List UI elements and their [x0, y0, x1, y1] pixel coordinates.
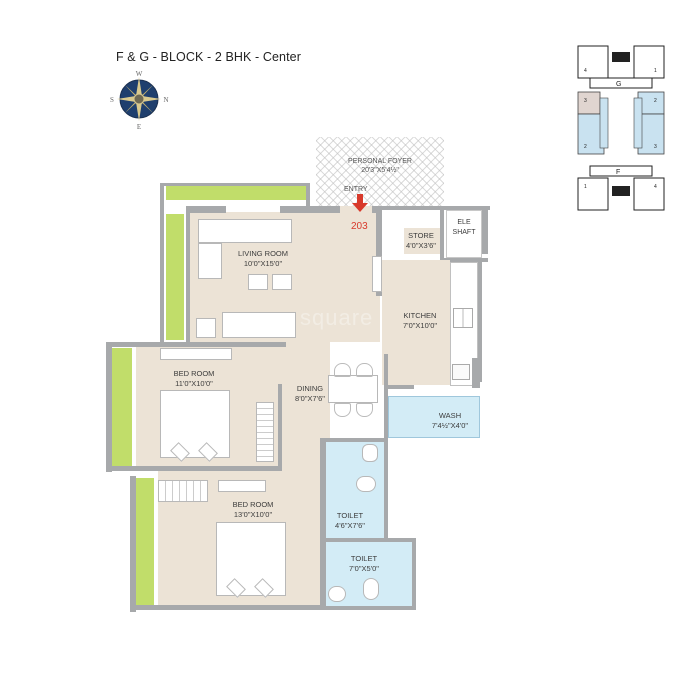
room-label-living: LIVING ROOM 10'0"X15'0" — [237, 249, 289, 268]
hob-icon — [453, 308, 473, 328]
personal-foyer-label: PERSONAL FOYER 20'3"X5'4½" — [348, 158, 412, 174]
chair — [334, 363, 351, 377]
toilet-seat — [363, 578, 379, 600]
key-plan: G F 4 1 3 2 2 3 1 4 — [572, 42, 672, 214]
room-label-toilet-1: TOILET 4'6"X7'6" — [335, 511, 365, 530]
sink-icon — [452, 364, 470, 380]
store-blank — [382, 210, 404, 260]
wardrobe-top — [160, 348, 232, 360]
svg-text:F: F — [616, 169, 620, 176]
wall — [106, 466, 282, 471]
room-label-dining: DINING 8'0"X7'6" — [295, 384, 325, 403]
svg-text:1: 1 — [654, 68, 657, 74]
table — [248, 274, 268, 290]
personal-foyer — [316, 137, 444, 209]
unit-number: 203 — [351, 221, 368, 232]
room-label-store: STORE 4'0"X3'6" — [406, 231, 436, 250]
wall — [160, 183, 310, 186]
svg-text:1: 1 — [584, 184, 587, 190]
svg-text:S: S — [110, 96, 114, 104]
chair — [334, 403, 351, 417]
wall — [412, 540, 416, 610]
dining-table — [328, 375, 378, 403]
wall — [106, 342, 286, 347]
balcony-living-side — [166, 214, 184, 340]
sofa-front — [222, 312, 296, 338]
svg-text:3: 3 — [584, 98, 587, 104]
plan-title: F & G - BLOCK - 2 BHK - Center — [116, 50, 301, 64]
room-label-ele-shaft: ELE SHAFT — [452, 219, 476, 236]
bed — [160, 390, 230, 458]
chair — [356, 403, 373, 417]
table — [272, 274, 292, 290]
entry-door-area — [340, 206, 372, 246]
wall — [384, 354, 388, 438]
svg-text:N: N — [163, 96, 168, 104]
wall — [472, 358, 480, 388]
svg-text:4: 4 — [654, 184, 657, 190]
wall — [186, 206, 226, 213]
wall — [186, 206, 190, 342]
balcony-bedroom-2 — [136, 478, 154, 608]
wall — [106, 342, 112, 472]
wall — [440, 206, 444, 262]
compass-w: W — [136, 70, 143, 78]
wardrobe-side — [256, 402, 274, 462]
wall — [382, 206, 442, 210]
wash-floor — [388, 396, 480, 438]
balcony-bedroom-1 — [112, 348, 132, 466]
wall — [280, 206, 380, 213]
dresser — [218, 480, 266, 492]
wash-basin — [362, 444, 378, 462]
wardrobe — [158, 480, 208, 502]
room-label-toilet-2: TOILET 7'0"X5'0" — [349, 554, 379, 573]
toilet-seat — [356, 476, 376, 492]
wall — [376, 206, 382, 296]
svg-text:4: 4 — [584, 68, 587, 74]
svg-text:3: 3 — [654, 144, 657, 150]
wall — [130, 605, 414, 610]
watermark: square — [300, 305, 374, 330]
balcony-living — [166, 186, 306, 200]
chair — [356, 363, 373, 377]
room-label-wash: WASH 7'4½"X4'0" — [431, 411, 469, 430]
svg-text:E: E — [137, 123, 141, 130]
wall — [320, 438, 388, 442]
wall — [306, 183, 310, 211]
wall — [478, 262, 482, 382]
fridge — [372, 256, 382, 292]
entry-arrow-icon — [352, 194, 368, 212]
room-label-kitchen: KITCHEN 7'0"X10'0" — [402, 311, 438, 330]
sofa-l-back — [198, 219, 292, 243]
wall — [444, 206, 490, 210]
room-label-bed-room-2: BED ROOM 13'0"X10'0" — [232, 500, 274, 519]
wash-basin — [328, 586, 346, 602]
sofa-l-side — [198, 243, 222, 279]
wall — [320, 438, 326, 610]
svg-text:2: 2 — [654, 98, 657, 104]
svg-text:2: 2 — [584, 144, 587, 150]
wall — [384, 385, 414, 389]
side-table — [196, 318, 216, 338]
wall — [384, 438, 388, 538]
ele-shaft — [446, 210, 482, 258]
entry-label: ENTRY — [344, 186, 368, 193]
wall — [444, 258, 488, 262]
wall — [326, 538, 416, 542]
compass-rose-icon: W S N E — [108, 68, 170, 131]
store-floor — [404, 228, 444, 254]
wall — [160, 183, 164, 343]
svg-text:G: G — [616, 81, 621, 88]
wall — [482, 206, 488, 254]
wall — [130, 476, 136, 612]
room-label-bed-room-1: BED ROOM 11'0"X10'0" — [173, 369, 215, 388]
wall — [278, 384, 282, 474]
kitchen-floor — [382, 260, 450, 385]
